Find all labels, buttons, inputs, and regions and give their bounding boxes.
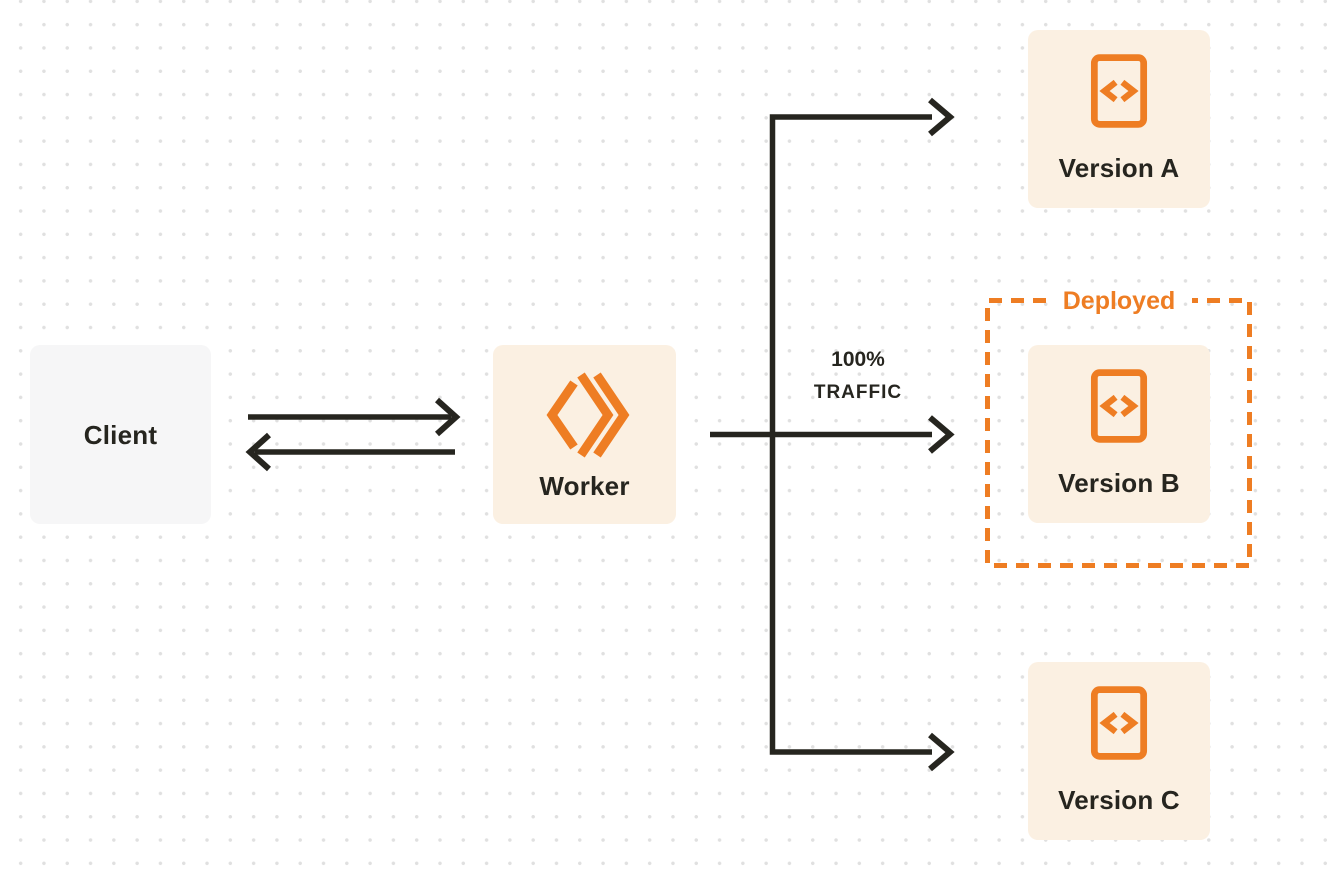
version-a-node: Version A — [1028, 30, 1210, 208]
client-to-worker-arrow — [248, 397, 461, 437]
version-a-label: Version A — [1058, 153, 1180, 183]
arrowhead-version-a — [928, 97, 955, 137]
client-node: Client — [30, 345, 211, 524]
traffic-label: 100% TRAFFIC — [788, 349, 928, 402]
arrowhead-version-b — [928, 415, 955, 454]
deployed-label: Deployed — [1043, 287, 1195, 315]
traffic-word: TRAFFIC — [813, 382, 903, 403]
arrowhead-version-c — [928, 732, 955, 772]
version-b-label: Version B — [1058, 468, 1180, 498]
deployed-text: Deployed — [1062, 286, 1176, 315]
version-b-node: Version B — [1028, 345, 1210, 523]
version-c-node: Version C — [1028, 662, 1210, 840]
branch-lines — [710, 114, 932, 755]
version-c-label: Version C — [1058, 785, 1180, 815]
client-label: Client — [83, 419, 158, 450]
code-file-icon — [1090, 53, 1148, 129]
worker-to-client-arrow — [245, 432, 455, 472]
workers-icon — [539, 369, 631, 461]
code-file-icon — [1090, 368, 1148, 444]
worker-label: Worker — [539, 471, 630, 501]
traffic-percent: 100% — [831, 348, 885, 371]
worker-node: Worker — [493, 345, 676, 524]
code-file-icon — [1090, 685, 1148, 761]
